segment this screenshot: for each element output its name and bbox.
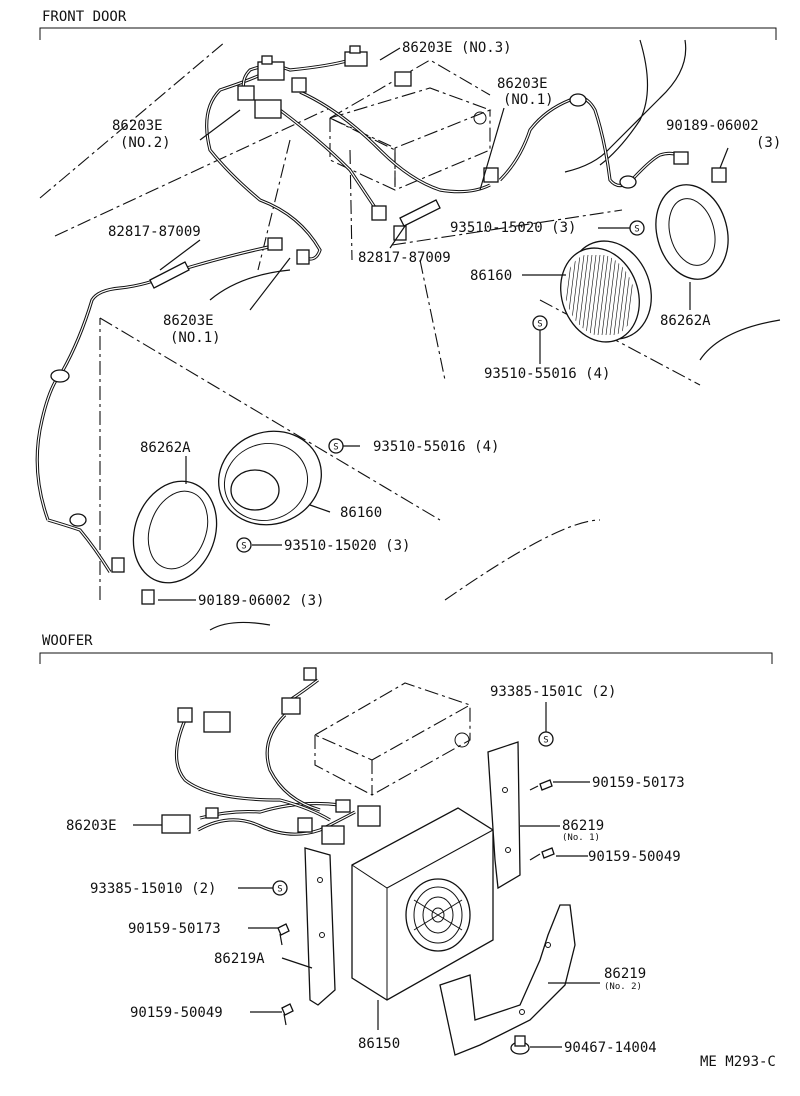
label-86203E-a: 86203E [497, 76, 548, 92]
label-90189-06002: 90189-06002 [666, 118, 759, 134]
label-86219-no1: 86219 [562, 818, 604, 834]
label-93510-55016-left: 93510-55016 (4) [373, 439, 499, 455]
right-speaker-86160 [553, 240, 652, 343]
left-speaker-ring-86262A [132, 480, 218, 584]
woofer-amplifier-box [313, 682, 472, 796]
label-86262A-right: 86262A [660, 313, 711, 329]
diagram-code: ME M293-C [700, 1054, 776, 1070]
front-leader-lines [158, 47, 729, 601]
label-no1-c: (NO.1) [170, 330, 221, 346]
front-amplifier-box [328, 87, 492, 191]
label-93510-55016-right: 93510-55016 (4) [484, 366, 610, 382]
label-86219-no2: 86219 [604, 966, 646, 982]
woofer-unit-86150 [351, 807, 494, 1001]
label-86160-right: 86160 [470, 268, 512, 284]
label-90159-50049-a: 90159-50049 [588, 849, 681, 865]
label-90159-50173-a: 90159-50173 [592, 775, 685, 791]
label-qty-3: (3) [756, 135, 781, 151]
label-86160-left: 86160 [340, 505, 382, 521]
front-rods [149, 199, 441, 289]
label-93385-15010: 93385-15010 (2) [90, 881, 216, 897]
svg-text:S: S [537, 320, 542, 330]
s-mark: S [538, 731, 554, 747]
label-90189-06002-left: 90189-06002 (3) [198, 593, 324, 609]
s-marks-front: S S S S [236, 220, 645, 553]
s-mark: S [328, 438, 344, 454]
svg-text:S: S [277, 885, 282, 895]
label-93510-15020-right: 93510-15020 (3) [450, 220, 576, 236]
left-speaker-86160 [218, 430, 322, 526]
s-marks-woofer: S S [272, 731, 554, 896]
woofer-labels: 93385-1501C (2) 90159-50173 86203E 86219… [66, 684, 776, 1070]
label-no1-a: (NO.1) [503, 92, 554, 108]
label-86262A-left: 86262A [140, 440, 191, 456]
label-90159-50173-b: 90159-50173 [128, 921, 221, 937]
right-speaker-ring-86262A [655, 184, 729, 280]
label-82817-87009-a: 82817-87009 [108, 224, 201, 240]
label-90467-14004: 90467-14004 [564, 1040, 657, 1056]
svg-text:S: S [634, 225, 639, 235]
bracket-86219-no1 [487, 741, 521, 890]
woofer-connectors [161, 667, 381, 845]
woofer-bracket [39, 652, 773, 664]
front-door-labels: 86203E (NO.3) 86203E (NO.1) 86203E (NO.2… [108, 40, 781, 609]
label-no2-bracket: (No. 2) [604, 982, 642, 992]
right-clip [711, 167, 727, 183]
label-93510-15020-left: 93510-15020 (3) [284, 538, 410, 554]
woofer-wire-harness [175, 678, 356, 836]
section-title-front-door: FRONT DOOR [42, 9, 127, 25]
label-86203E-b: 86203E [112, 118, 163, 134]
label-86203E-c: 86203E [163, 313, 214, 329]
section-title-woofer: WOOFER [42, 633, 93, 649]
label-no2: (NO.2) [120, 135, 171, 151]
label-90159-50049-b: 90159-50049 [130, 1005, 223, 1021]
left-clip [141, 589, 155, 605]
s-mark: S [272, 880, 288, 896]
label-86150: 86150 [358, 1036, 400, 1052]
front-door-bracket [39, 27, 777, 40]
s-mark: S [629, 220, 645, 236]
svg-text:S: S [543, 736, 548, 746]
label-86219A: 86219A [214, 951, 265, 967]
woofer-leader-lines [133, 702, 600, 1048]
woofer-fasteners [277, 779, 555, 1055]
svg-text:S: S [241, 542, 246, 552]
label-86203E-no3: 86203E (NO.3) [402, 40, 512, 56]
label-no1-bracket: (No. 1) [562, 833, 600, 843]
label-86203E-woofer: 86203E [66, 818, 117, 834]
s-mark: S [236, 537, 252, 553]
svg-text:S: S [333, 443, 338, 453]
label-93385-1501C: 93385-1501C (2) [490, 684, 616, 700]
bracket-86219A [304, 847, 336, 1006]
front-connectors [50, 45, 689, 573]
label-82817-87009-b: 82817-87009 [358, 250, 451, 266]
s-mark: S [532, 315, 548, 331]
bracket-86219-no2 [439, 904, 576, 1056]
